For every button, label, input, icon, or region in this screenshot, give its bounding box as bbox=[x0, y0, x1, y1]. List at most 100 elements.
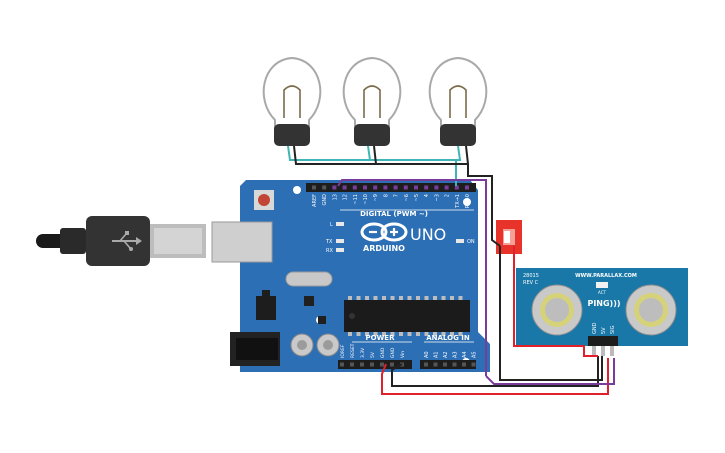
header-pin[interactable] bbox=[360, 362, 364, 367]
top-pin-label: AREF bbox=[312, 194, 318, 207]
sensor-part-number: 28015 bbox=[523, 273, 539, 279]
chip-pin bbox=[407, 332, 412, 336]
top-pin-label: 4 bbox=[424, 194, 430, 197]
chip-pin bbox=[407, 296, 412, 300]
top-pin-label: ~3 bbox=[434, 194, 440, 201]
smd-component bbox=[304, 296, 314, 306]
chip-pin bbox=[441, 296, 446, 300]
top-pin-label: TX→1 bbox=[455, 194, 461, 209]
header-pin[interactable] bbox=[424, 362, 428, 367]
header-pin[interactable] bbox=[471, 362, 476, 367]
header-pin[interactable] bbox=[403, 185, 408, 190]
header-pin[interactable] bbox=[434, 185, 439, 190]
power-pin-label: 3.3V bbox=[360, 347, 366, 358]
top-pin-label: 8 bbox=[383, 194, 389, 197]
reset-button[interactable] bbox=[254, 190, 274, 210]
power-pin-label: IOREF bbox=[340, 344, 346, 358]
sensor-name: PING))) bbox=[587, 299, 620, 308]
chip-pin bbox=[450, 332, 454, 336]
header-pin[interactable] bbox=[414, 185, 418, 190]
light-bulb-1[interactable] bbox=[262, 56, 322, 146]
digital-header-label: DIGITAL (PWM ~) bbox=[360, 210, 428, 218]
led-on-label: ON bbox=[467, 239, 475, 245]
header-pin[interactable] bbox=[322, 185, 327, 190]
chip-pin bbox=[373, 332, 378, 336]
chip-pin bbox=[348, 332, 352, 336]
top-pin-label: 7 bbox=[394, 194, 400, 197]
header-pin[interactable] bbox=[452, 362, 457, 367]
microcontroller-chip bbox=[344, 300, 470, 332]
transducer-left bbox=[531, 284, 583, 336]
top-pin-label: ~6 bbox=[404, 194, 410, 201]
wire-purple-top[interactable] bbox=[337, 179, 487, 376]
usb-port[interactable] bbox=[211, 221, 273, 263]
usb-cable[interactable] bbox=[36, 216, 206, 266]
header-pin[interactable] bbox=[462, 362, 466, 367]
chip-pin bbox=[416, 332, 420, 336]
header-pin[interactable] bbox=[380, 362, 384, 367]
chip-pin bbox=[399, 296, 403, 300]
analog-pin-label: A3 bbox=[453, 351, 459, 358]
digital-header[interactable] bbox=[306, 183, 476, 192]
header-pin[interactable] bbox=[340, 362, 344, 367]
header-pin[interactable] bbox=[342, 185, 347, 190]
analog-header[interactable] bbox=[420, 360, 476, 369]
power-pin-label: 5V bbox=[370, 351, 376, 358]
header-pin[interactable] bbox=[332, 185, 337, 190]
ultrasonic-sensor[interactable]: 28015 REV C WWW.PARALLAX.COM ACT PING)))… bbox=[516, 268, 688, 356]
header-pin[interactable] bbox=[454, 185, 459, 190]
chip-pin bbox=[399, 332, 403, 336]
light-bulb-2[interactable] bbox=[342, 56, 402, 146]
analog-pin-label: A0 bbox=[424, 351, 430, 358]
usb-symbol-icon bbox=[112, 231, 142, 251]
chip-pin bbox=[450, 296, 454, 300]
header-pin[interactable] bbox=[370, 362, 374, 367]
header-pin[interactable] bbox=[465, 185, 469, 190]
power-header[interactable] bbox=[338, 360, 412, 369]
power-pin-label: GND bbox=[390, 347, 396, 358]
header-pin[interactable] bbox=[373, 185, 378, 190]
led-tx-label: TX bbox=[325, 239, 333, 245]
chip-pin bbox=[458, 296, 463, 300]
analog-pin-label: A1 bbox=[434, 351, 440, 358]
header-pin[interactable] bbox=[352, 185, 357, 190]
header-pin[interactable] bbox=[424, 185, 429, 190]
wire-purple[interactable] bbox=[485, 358, 615, 385]
top-pin-label: 2 bbox=[445, 194, 451, 197]
chip-pin bbox=[390, 332, 395, 336]
chip-pin bbox=[373, 296, 378, 300]
wire-red[interactable] bbox=[381, 246, 609, 395]
analog-pin-label: A2 bbox=[443, 351, 449, 358]
smd-component bbox=[318, 316, 326, 324]
sensor-url: WWW.PARALLAX.COM bbox=[575, 273, 637, 279]
sensor-pin-header[interactable] bbox=[588, 336, 618, 346]
chip-pin bbox=[382, 296, 386, 300]
chip-pin bbox=[441, 332, 446, 336]
header-pin[interactable] bbox=[444, 185, 449, 190]
header-pin[interactable] bbox=[350, 362, 354, 367]
wire-black[interactable] bbox=[391, 210, 603, 387]
wire-bulb-black[interactable] bbox=[293, 145, 493, 210]
sensor-pin-label: SIG bbox=[610, 325, 616, 334]
sensor-pin-label: GND bbox=[592, 322, 598, 334]
chip-pin bbox=[356, 296, 361, 300]
header-pin[interactable] bbox=[443, 362, 447, 367]
power-jack[interactable] bbox=[230, 332, 280, 366]
led-l bbox=[336, 222, 344, 226]
header-pin[interactable] bbox=[393, 185, 398, 190]
header-pin[interactable] bbox=[312, 185, 316, 190]
led-rx bbox=[336, 248, 344, 252]
header-pin[interactable] bbox=[383, 185, 388, 190]
header-pin[interactable] bbox=[433, 362, 438, 367]
transducer-right bbox=[625, 284, 677, 336]
light-bulb-3[interactable] bbox=[428, 56, 488, 146]
arduino-logo-icon bbox=[360, 222, 408, 242]
chip-pin bbox=[348, 296, 352, 300]
analog-pin-label: A5 bbox=[472, 351, 478, 358]
header-pin[interactable] bbox=[363, 185, 367, 190]
header-pin[interactable] bbox=[390, 362, 394, 367]
chip-pin bbox=[365, 296, 369, 300]
led-tx bbox=[336, 239, 344, 243]
